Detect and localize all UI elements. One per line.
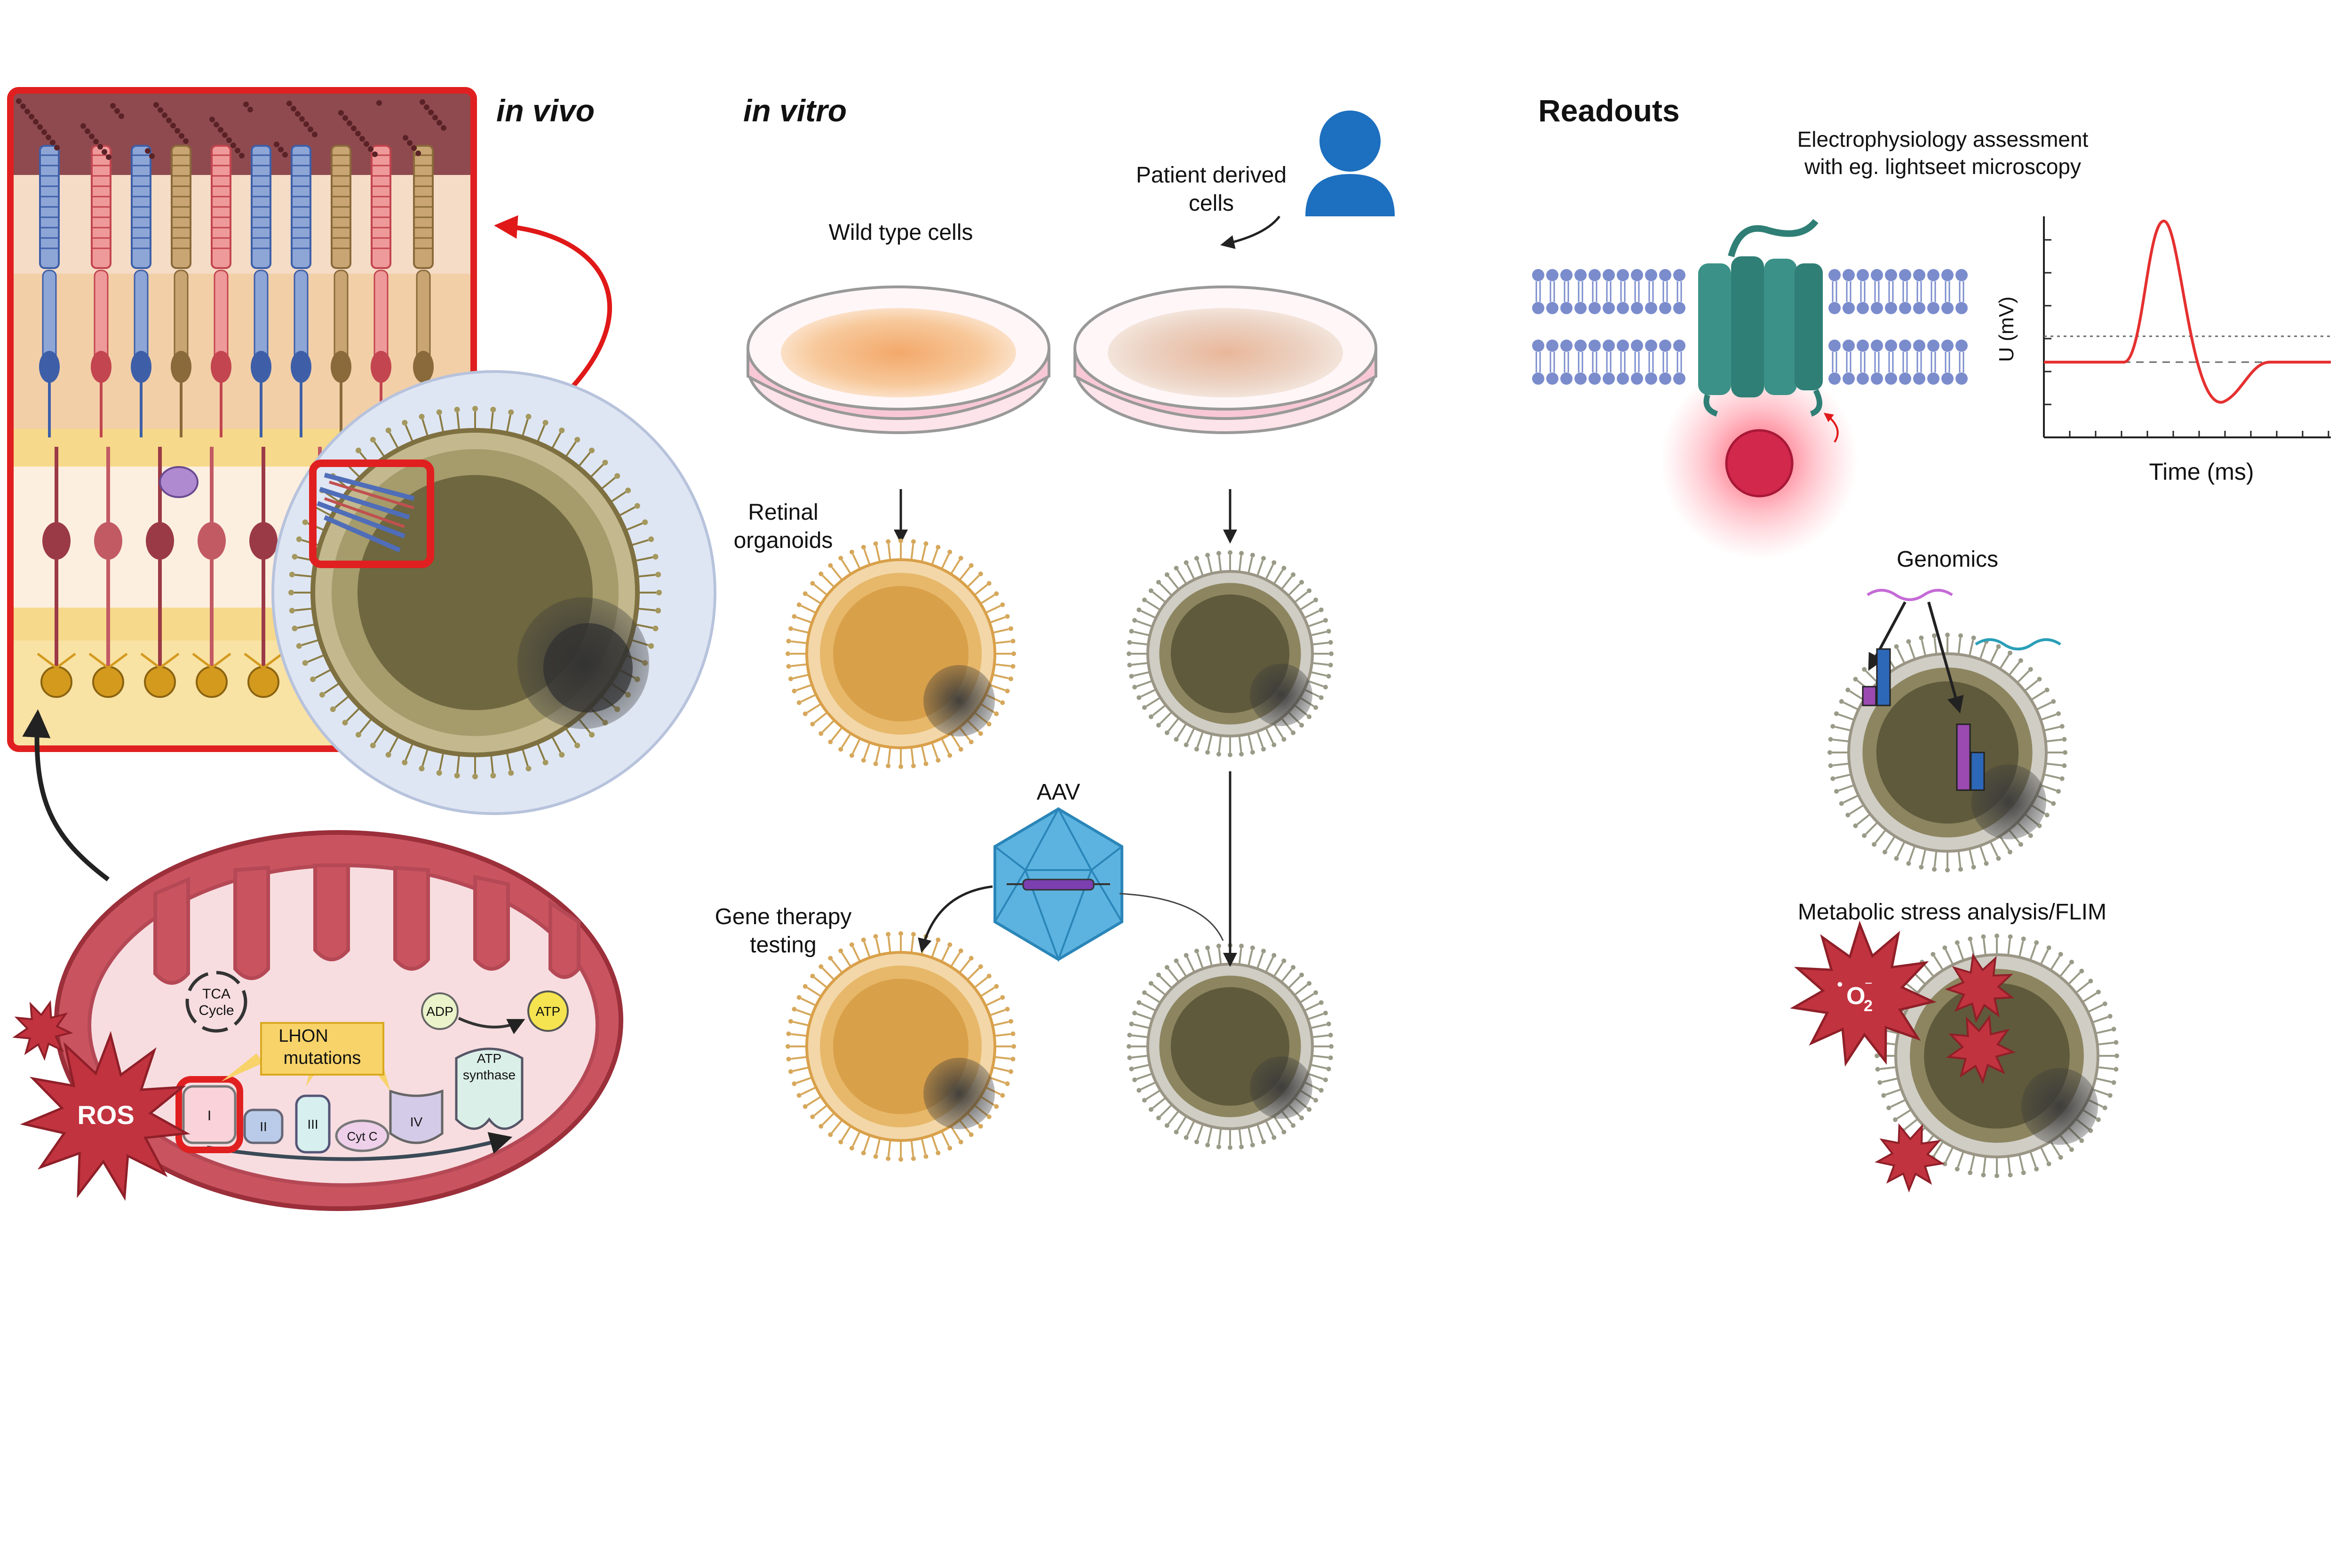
organoid-treated (786, 931, 1016, 1162)
organoids-label-2: organoids (734, 528, 833, 553)
patient-label-1: Patient derived (1136, 163, 1287, 188)
cyt-c (335, 1119, 389, 1152)
complex-i-label: I (207, 1108, 211, 1124)
adp-label: ADP (426, 1004, 453, 1019)
petri-dish-wild-type (747, 285, 1050, 434)
action-potential-plot: Time (ms) U (mV) (1995, 216, 2331, 485)
photoreceptor-cell (131, 145, 151, 437)
ros-burst (20, 1031, 191, 1201)
retinal-neuron (192, 447, 231, 698)
retina-inset (309, 459, 434, 568)
organoids-label-1: Retinal (748, 500, 818, 525)
person-icon (1305, 111, 1395, 216)
ion-channel (1698, 219, 1823, 417)
photoreceptor-cell (371, 145, 391, 437)
plot-xlabel: Time (ms) (2149, 459, 2254, 485)
photoreceptor-cell (331, 145, 351, 437)
etc-arrow (207, 1132, 513, 1161)
photoreceptor-cell (413, 145, 434, 437)
ros-small-burst (12, 1000, 73, 1061)
aav-curve (1119, 893, 1224, 941)
complex-iii-label: III (307, 1117, 318, 1132)
tca-label-2: Cycle (199, 1003, 234, 1018)
lhon-callout: LHON mutations (221, 1022, 390, 1091)
superoxide-label: O (1846, 982, 1865, 1010)
amacrine-cell (159, 466, 199, 498)
aav-arrow (918, 885, 993, 953)
gene-therapy-label-2: testing (750, 933, 816, 958)
complex-i-highlight (175, 1076, 243, 1153)
outer-segment-layer (10, 175, 474, 274)
genomics-label: Genomics (1897, 547, 1998, 572)
lipid-bilayer (1532, 269, 1968, 385)
complex-iv-label: IV (410, 1115, 423, 1129)
photoreceptor-cell (171, 145, 191, 437)
aav-label: AAV (1037, 780, 1080, 805)
mito-to-retina-arrow (22, 709, 110, 881)
organoid-patient (1127, 550, 1334, 757)
wild-type-label: Wild type cells (829, 220, 973, 245)
cristae (153, 863, 580, 985)
ephys-label-1: Electrophysiology assessment (1797, 127, 2089, 151)
rpe-layer (10, 90, 474, 175)
superoxide-charge: − (1865, 976, 1872, 990)
aav-capsid-icon (993, 807, 1123, 962)
action-potential-trace (2044, 219, 2331, 404)
lhon-label-1: LHON (278, 1026, 328, 1046)
organoid-zoom-circle (271, 370, 716, 815)
in-vivo-heading: in vivo (496, 93, 595, 128)
organoid-patient-untreated (1127, 943, 1334, 1150)
complex-i (182, 1085, 237, 1144)
tca-cycle: TCA Cycle (185, 971, 247, 1033)
patient-arrow (1220, 215, 1280, 249)
genomics-markers (1862, 589, 2061, 791)
atp-synthase-label-1: ATP (477, 1051, 501, 1066)
lhon-label-2: mutations (284, 1048, 361, 1068)
complex-iv (389, 1089, 444, 1144)
superoxide-bursts: • O 2 − (1790, 920, 2016, 1193)
tca-label-1: TCA (202, 986, 230, 1002)
fluorophore (1725, 429, 1794, 498)
ros-label: ROS (77, 1100, 134, 1130)
complex-ii (243, 1109, 284, 1144)
membrane-channel-illustration (1532, 219, 1968, 560)
readouts-heading: Readouts (1538, 93, 1680, 128)
photoreceptor-cell (251, 145, 271, 437)
superoxide-subscript: 2 (1864, 997, 1873, 1015)
retinal-neuron (140, 447, 180, 698)
retinal-neuron (244, 447, 283, 698)
complex-ii-label: II (260, 1119, 267, 1134)
retinal-neuron (88, 447, 128, 698)
atp-synthase-label-2: synthase (463, 1068, 516, 1082)
patient-label-2: cells (1189, 191, 1234, 216)
atp-badge (527, 990, 569, 1032)
genomics-organoid (1828, 633, 2067, 872)
photoreceptor-cell (91, 145, 111, 437)
metabolic-label: Metabolic stress analysis/FLIM (1798, 900, 2106, 925)
atp-label: ATP (536, 1004, 560, 1019)
mitochondrion: TCA Cycle I II III Cyt C IV ATP synthase… (12, 830, 623, 1211)
photoreceptor-cell (211, 145, 231, 437)
superoxide-dot: • (1837, 974, 1843, 994)
plot-ylabel: U (mV) (1995, 296, 2018, 362)
cyt-c-label: Cyt C (347, 1129, 378, 1143)
retinal-neuron (37, 447, 76, 698)
adp-atp-arrow (458, 1017, 525, 1034)
gene-therapy-label-1: Gene therapy (715, 904, 852, 929)
organoid-wild-type (786, 539, 1016, 769)
adp-badge (421, 992, 459, 1030)
ephys-label-2: with eg. lightseet microscopy (1804, 154, 2081, 179)
in-vitro-heading: in vitro (743, 93, 847, 128)
petri-dish-patient (1073, 285, 1377, 434)
photoreceptor-cell (291, 145, 311, 437)
atp-synthase (455, 1047, 524, 1130)
photoreceptor-cell (39, 145, 60, 437)
complex-iii (295, 1094, 331, 1154)
